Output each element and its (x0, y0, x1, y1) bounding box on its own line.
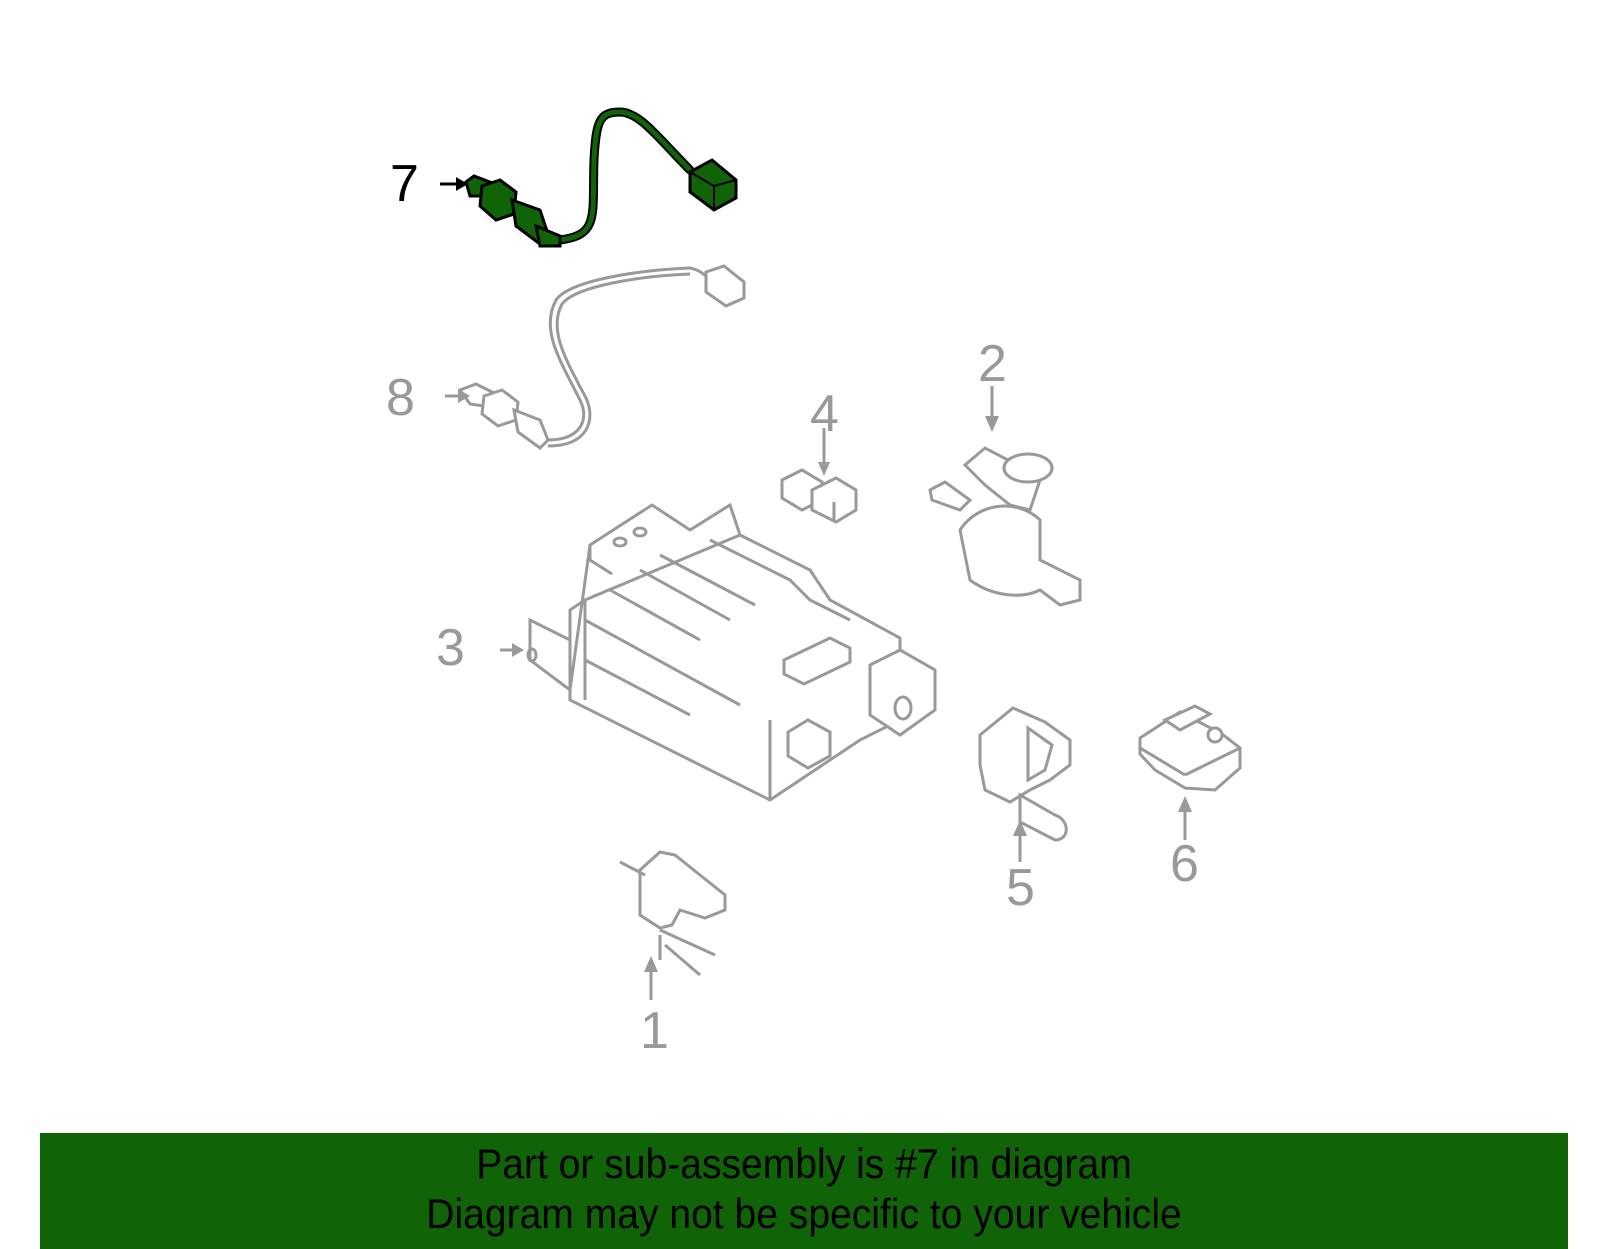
callout-4[interactable]: 4 (810, 385, 839, 443)
callout-3[interactable]: 3 (436, 619, 465, 677)
part-2-purge-valve[interactable] (928, 386, 1082, 607)
callout-7[interactable]: 7 (390, 155, 419, 213)
part-7-oxygen-sensor[interactable] (440, 107, 738, 248)
part-1-solenoid[interactable] (619, 850, 727, 1000)
banner-line-disclaimer: Diagram may not be specific to your vehi… (426, 1190, 1182, 1237)
part-8-oxygen-sensor[interactable] (445, 264, 746, 450)
part-3-canister[interactable] (500, 502, 937, 802)
callout-2[interactable]: 2 (978, 335, 1007, 393)
callout-8[interactable]: 8 (386, 369, 415, 427)
callout-1[interactable]: 1 (640, 1002, 669, 1060)
banner-line-part-number: Part or sub-assembly is #7 in diagram (476, 1140, 1132, 1187)
callout-6[interactable]: 6 (1170, 835, 1199, 893)
info-banner: Part or sub-assembly is #7 in diagram Di… (40, 1133, 1568, 1249)
part-6-vacuum-switch[interactable] (1138, 704, 1242, 840)
callout-5[interactable]: 5 (1006, 859, 1035, 917)
part-4-sensor[interactable] (780, 428, 858, 524)
part-5-bracket[interactable] (978, 706, 1072, 862)
parts-diagram: 1 2 3 4 5 6 7 8 (386, 107, 1242, 1060)
